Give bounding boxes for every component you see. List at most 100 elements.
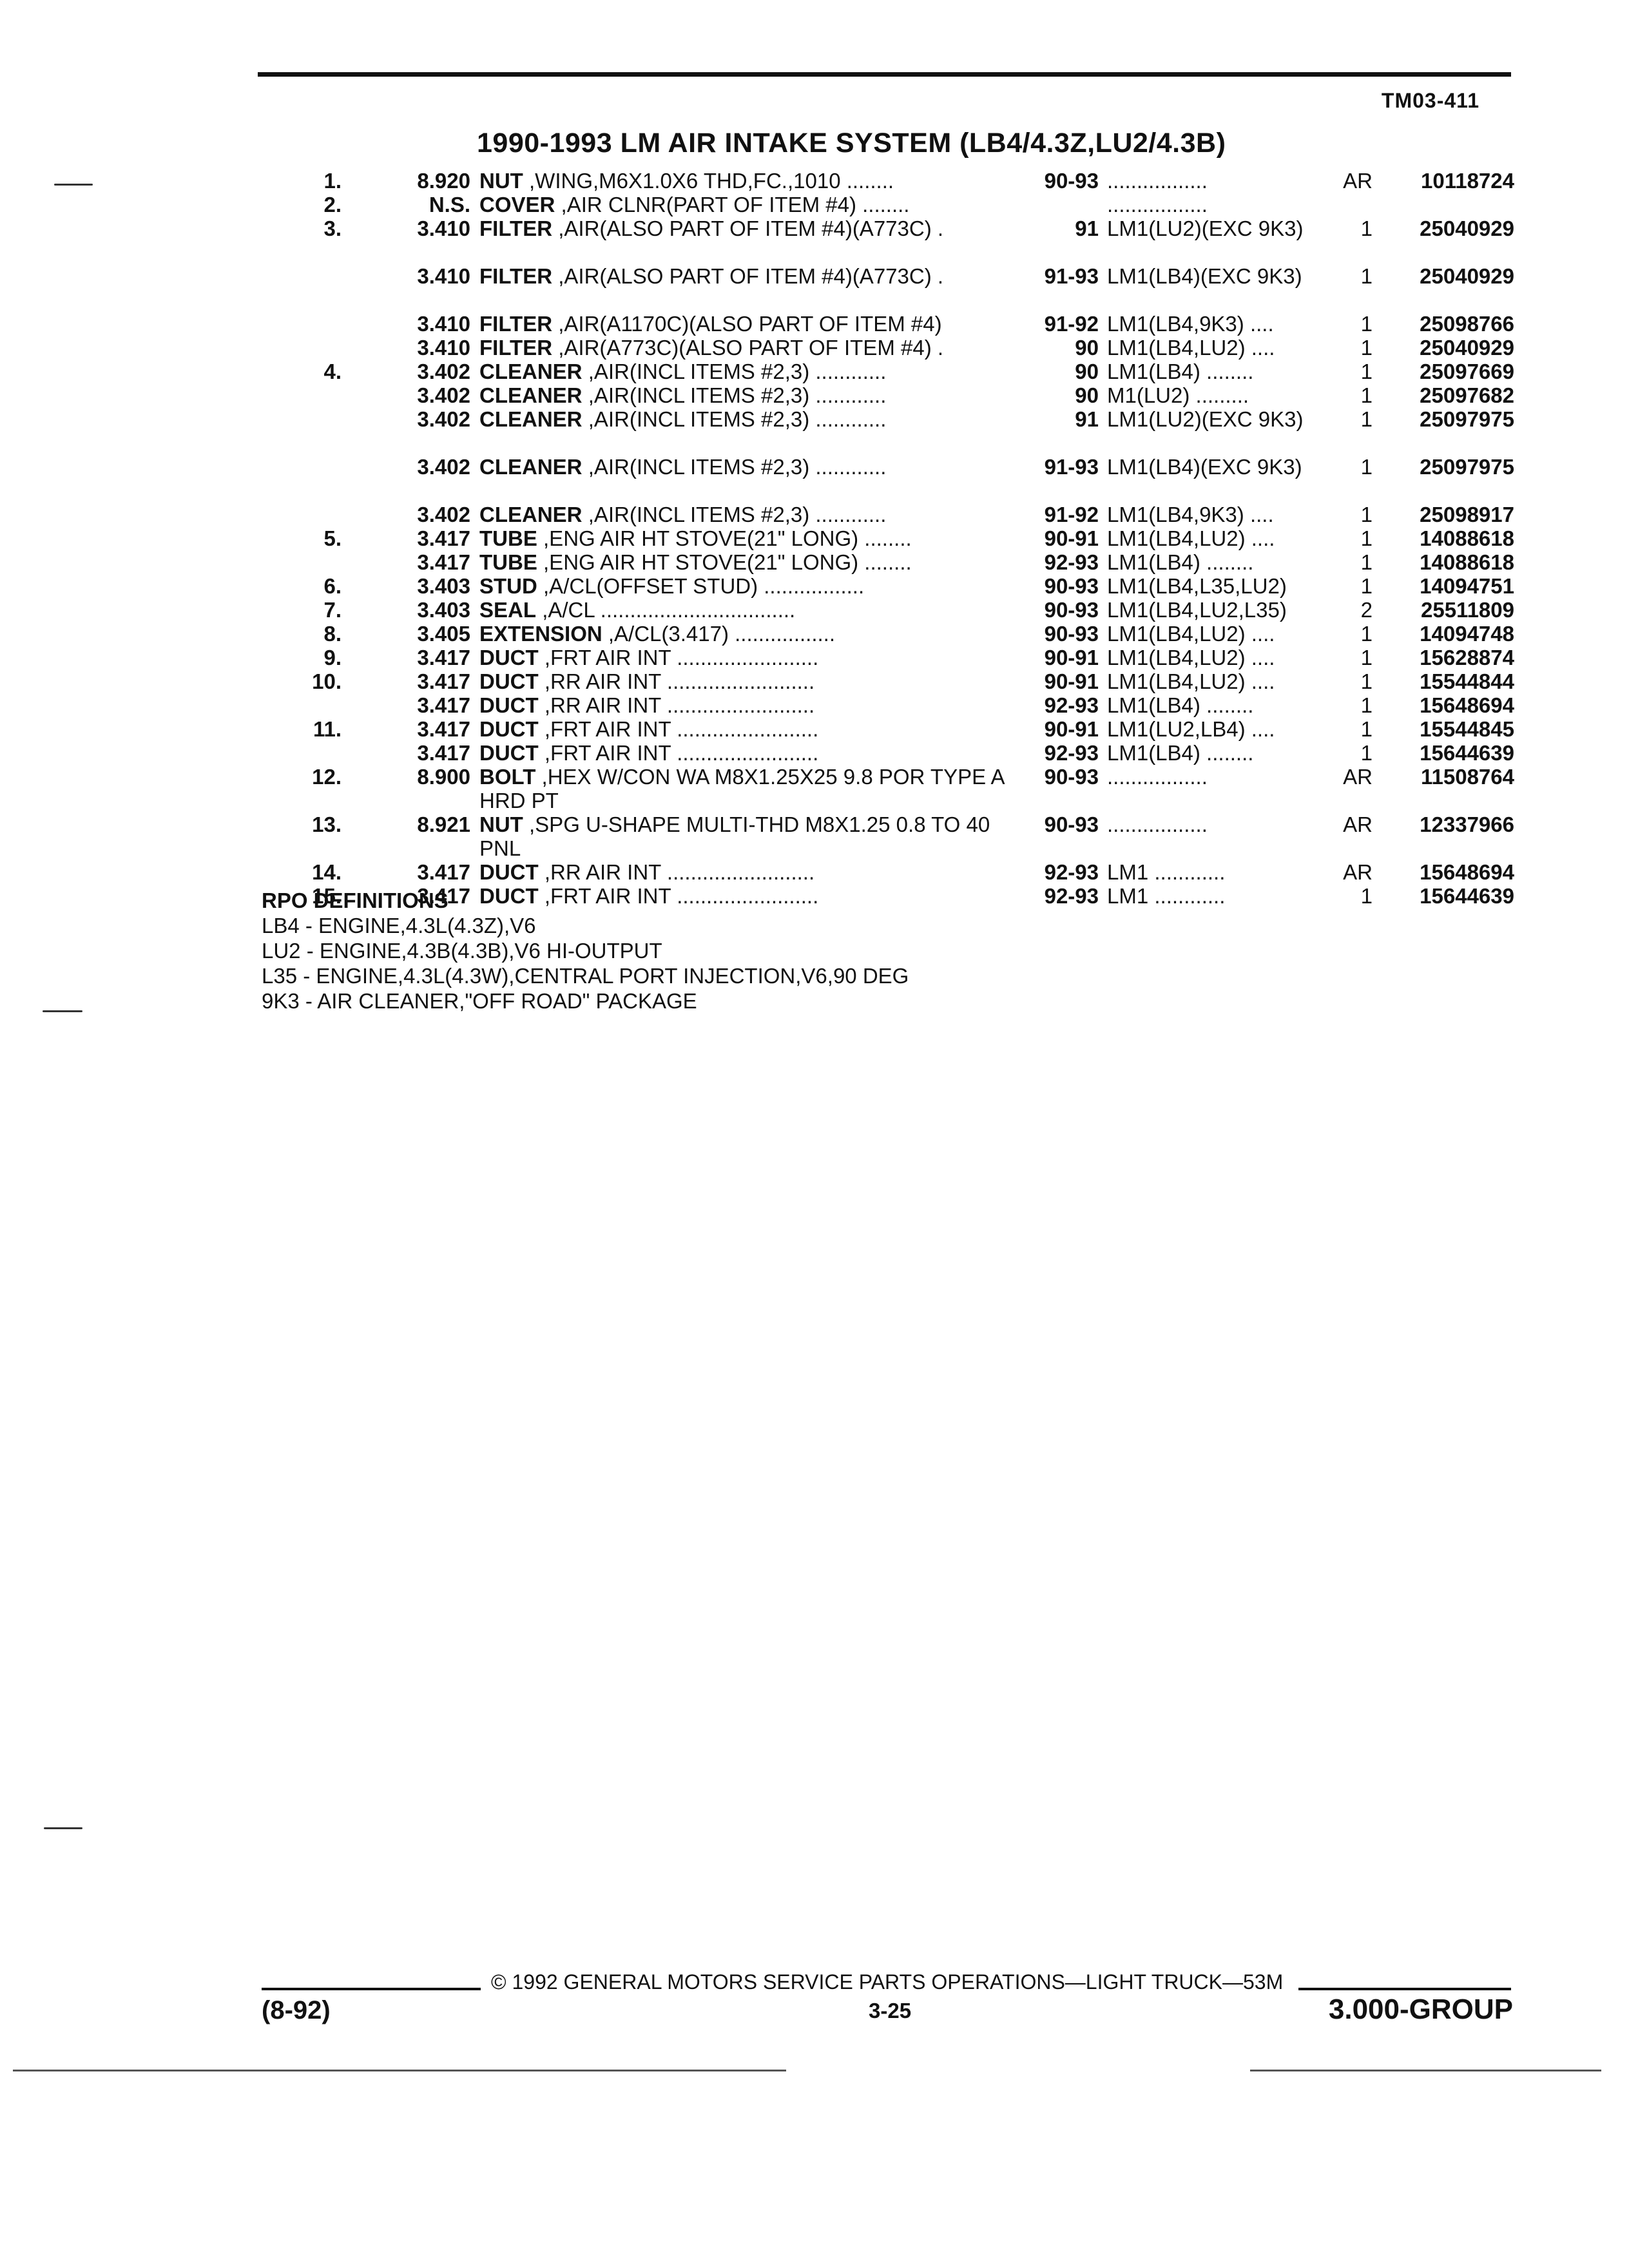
model-years: 90-93 — [1044, 574, 1099, 598]
part-description: COVER ,AIR CLNR(PART OF ITEM #4) .......… — [479, 193, 1014, 216]
part-detail: ,FRT AIR INT ........................ — [544, 884, 819, 908]
part-description: FILTER ,AIR(ALSO PART OF ITEM #4)(A773C)… — [479, 216, 1014, 240]
part-detail: ,AIR CLNR(PART OF ITEM #4) ........ — [561, 193, 910, 216]
model-years: 90-93 — [1044, 169, 1099, 193]
part-number: 14088618 — [1420, 526, 1514, 550]
item-number: 13. — [312, 812, 342, 836]
part-number: 15544844 — [1420, 669, 1514, 693]
quantity: 1 — [1360, 741, 1373, 765]
part-number: 25511809 — [1420, 598, 1514, 622]
part-detail: ,A/CL ................................. — [542, 598, 796, 622]
part-description: NUT ,WING,M6X1.0X6 THD,FC.,1010 ........ — [479, 169, 1014, 193]
group-number: 8.920 — [417, 169, 470, 193]
item-number: 4. — [323, 360, 342, 383]
item-number: 9. — [323, 646, 342, 669]
group-number: 3.417 — [417, 646, 470, 669]
item-number: 15. — [312, 884, 342, 908]
model-years: 91-93 — [1044, 455, 1099, 479]
model-application: ................. — [1107, 765, 1208, 789]
part-detail: ,FRT AIR INT ........................ — [544, 717, 819, 741]
item-number: 11. — [313, 717, 342, 741]
part-description: CLEANER ,AIR(INCL ITEMS #2,3) ..........… — [479, 383, 1014, 407]
part-number: 25040929 — [1420, 264, 1514, 288]
part-number: 11508764 — [1420, 765, 1514, 789]
footer-rule-left — [262, 1988, 481, 1990]
model-application: LM1(LB4,9K3) .... — [1107, 503, 1274, 526]
group-number: 3.417 — [417, 526, 470, 550]
part-number: 14094751 — [1420, 574, 1514, 598]
footer-code: (8-92) — [262, 1996, 331, 2024]
model-application: LM1(LB4,LU2) .... — [1107, 622, 1275, 646]
group-number: 3.410 — [417, 216, 470, 240]
quantity: 2 — [1360, 598, 1373, 622]
quantity: 1 — [1360, 503, 1373, 526]
part-name: NUT — [479, 169, 523, 193]
part-detail: ,ENG AIR HT STOVE(21" LONG) ........ — [543, 526, 912, 550]
part-description: TUBE ,ENG AIR HT STOVE(21" LONG) .......… — [479, 526, 1014, 550]
model-years: 90 — [1075, 360, 1099, 383]
part-number: 25097682 — [1420, 383, 1514, 407]
part-detail: ,A/CL(3.417) ................. — [608, 622, 835, 646]
page-title: 1990-1993 LM AIR INTAKE SYSTEM (LB4/4.3Z… — [477, 128, 1226, 159]
part-detail: ,RR AIR INT ......................... — [544, 860, 815, 884]
item-number: 7. — [323, 598, 342, 622]
part-name: FILTER — [479, 336, 553, 360]
part-number: 15544845 — [1420, 717, 1514, 741]
model-years: 90-91 — [1044, 669, 1099, 693]
group-number: 3.417 — [417, 741, 470, 765]
rpo-line: LU2 - ENGINE,4.3B(4.3B),V6 HI-OUTPUT — [262, 939, 662, 963]
part-detail: ,WING,M6X1.0X6 THD,FC.,1010 ........ — [529, 169, 894, 193]
quantity: 1 — [1360, 884, 1373, 908]
model-application: LM1(LB4) ........ — [1107, 693, 1254, 717]
quantity: 1 — [1360, 312, 1373, 336]
model-application: LM1(LB4)(EXC 9K3) — [1107, 264, 1302, 288]
part-detail: ,AIR(A773C)(ALSO PART OF ITEM #4) . — [558, 336, 944, 360]
part-description: SEAL ,A/CL .............................… — [479, 598, 1014, 622]
group-number: 3.405 — [417, 622, 470, 646]
footer-group: 3.000-GROUP — [1328, 1994, 1513, 2025]
model-years: 90-91 — [1044, 526, 1099, 550]
rpo-line: 9K3 - AIR CLEANER,"OFF ROAD" PACKAGE — [262, 989, 697, 1013]
model-application: ................. — [1107, 169, 1208, 193]
group-number: 3.402 — [417, 455, 470, 479]
quantity: 1 — [1360, 336, 1373, 360]
model-years: 91 — [1075, 216, 1099, 240]
model-application: LM1(LB4) ........ — [1107, 550, 1254, 574]
item-number: 3. — [323, 216, 342, 240]
part-name: FILTER — [479, 216, 553, 240]
table-row: 2.N.S..................COVER ,AIR CLNR(P… — [284, 193, 1518, 216]
model-application: LM1(LB4) ........ — [1107, 741, 1254, 765]
part-name: COVER — [479, 193, 555, 216]
part-description: DUCT ,RR AIR INT .......................… — [479, 669, 1014, 693]
item-number: 5. — [323, 526, 342, 550]
group-number: N.S. — [429, 193, 470, 216]
bottom-rule — [13, 2070, 786, 2071]
model-application: ................. — [1107, 812, 1208, 836]
part-description: CLEANER ,AIR(INCL ITEMS #2,3) ..........… — [479, 360, 1014, 383]
part-name: DUCT — [479, 860, 539, 884]
group-number: 3.402 — [417, 503, 470, 526]
header-rule — [258, 72, 1511, 77]
model-years: 91-93 — [1044, 264, 1099, 288]
document-id: TM03-411 — [1381, 89, 1480, 112]
quantity: 1 — [1360, 550, 1373, 574]
model-years: 90 — [1075, 383, 1099, 407]
part-description: DUCT ,FRT AIR INT ......................… — [479, 717, 1014, 741]
part-detail: ,AIR(INCL ITEMS #2,3) ............ — [588, 503, 887, 526]
model-application: LM1(LU2,LB4) .... — [1107, 717, 1275, 741]
rpo-line: LB4 - ENGINE,4.3L(4.3Z),V6 — [262, 914, 536, 937]
part-name: DUCT — [479, 741, 539, 765]
quantity: 1 — [1360, 264, 1373, 288]
part-name: CLEANER — [479, 455, 583, 479]
model-years: 92-93 — [1044, 860, 1099, 884]
